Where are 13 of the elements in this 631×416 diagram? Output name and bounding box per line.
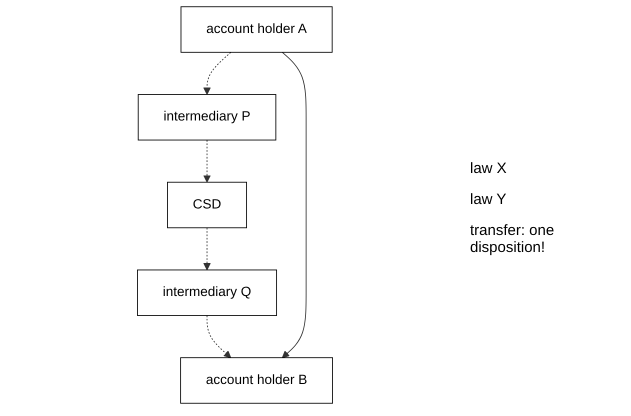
arrow bbox=[203, 227, 211, 270]
note-text: law X bbox=[470, 160, 508, 177]
arrow bbox=[282, 52, 307, 358]
node-box: intermediary Q bbox=[137, 270, 278, 316]
arrow bbox=[203, 140, 211, 183]
node-box: account holder A bbox=[180, 6, 333, 53]
node-box: account holder B bbox=[180, 357, 333, 404]
note-text: law Y bbox=[470, 191, 508, 208]
arrow bbox=[203, 52, 232, 95]
note-text: transfer: one disposition! bbox=[470, 222, 556, 256]
node-box: CSD bbox=[167, 182, 248, 228]
node-box: intermediary P bbox=[138, 94, 276, 140]
arrow bbox=[206, 315, 232, 358]
